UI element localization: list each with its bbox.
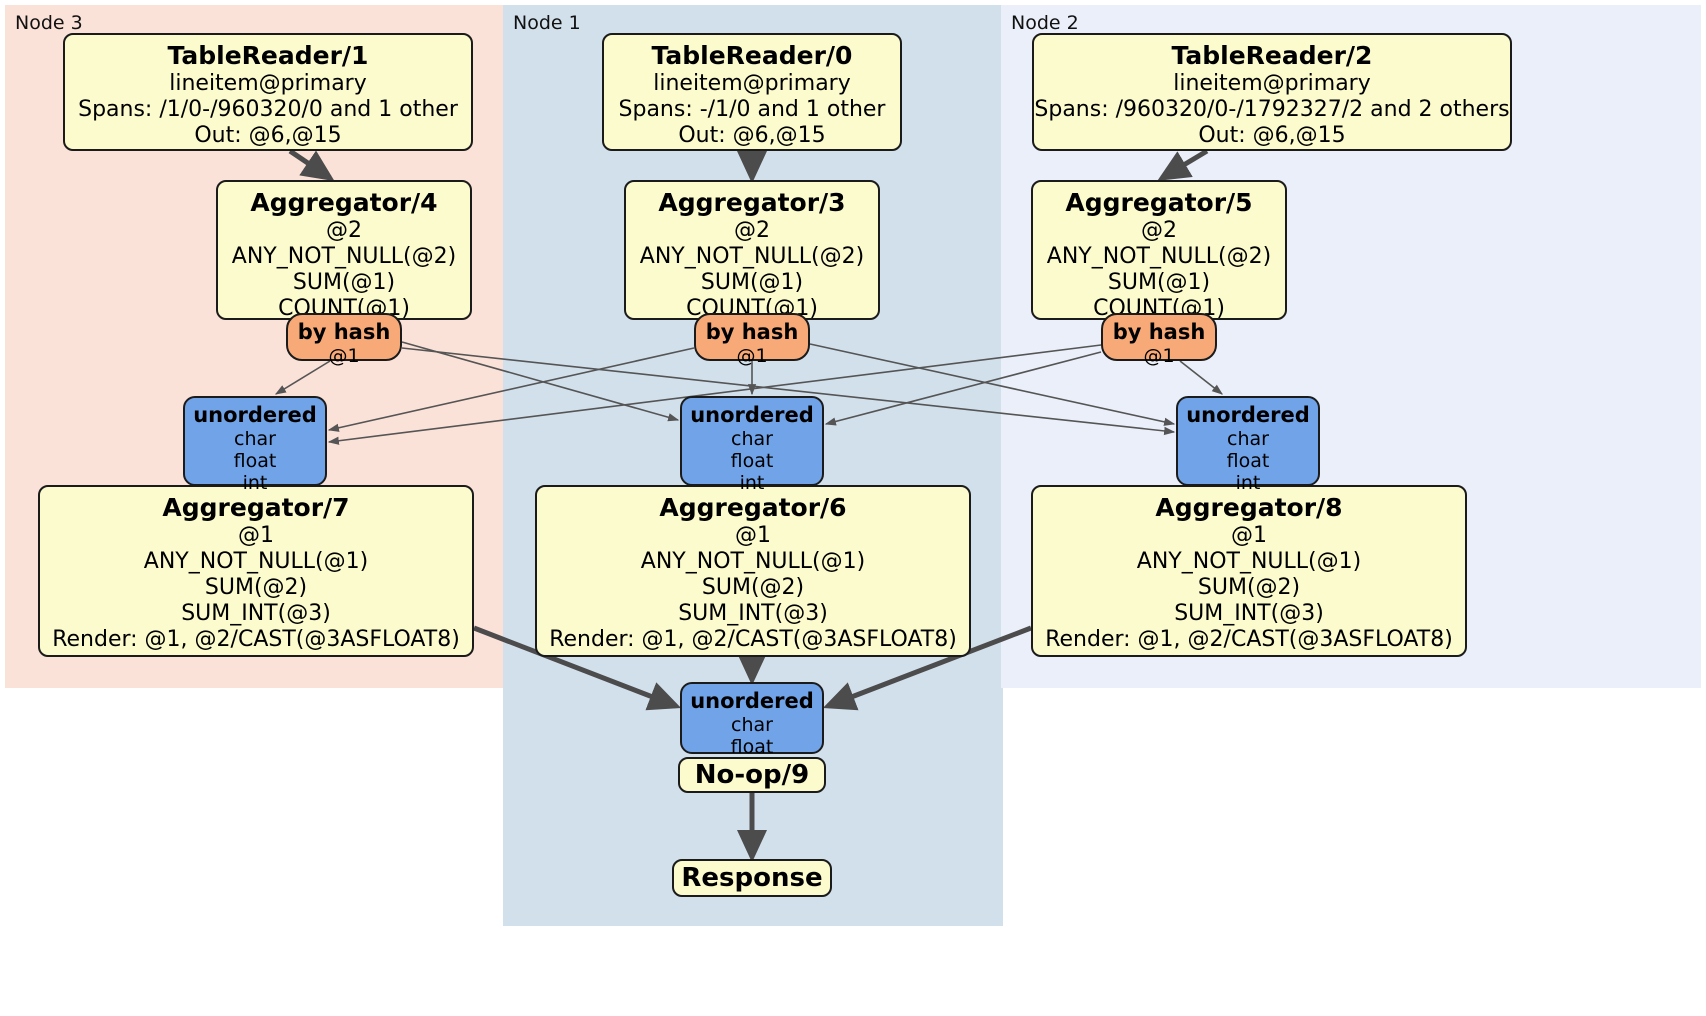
processor-title: Aggregator/6	[659, 493, 847, 522]
router-detail-line: @1	[328, 345, 360, 367]
processor-detail-line: Spans: -/1/0 and 1 other	[618, 97, 886, 122]
processor-detail-line: SUM(@1)	[700, 270, 804, 295]
processor-detail-line: Render: @1, @2/CAST(@3ASFLOAT8)	[549, 627, 957, 652]
router-detail-line: int	[739, 472, 765, 494]
node-label-node2: Node 2	[1011, 12, 1079, 34]
processor-title: Aggregator/3	[658, 188, 846, 217]
processor-noop9[interactable]: No-op/9	[678, 757, 826, 793]
processor-response[interactable]: Response	[672, 859, 832, 897]
processor-detail-line: @1	[238, 523, 274, 548]
processor-detail-line: Spans: /1/0-/960320/0 and 1 other	[78, 97, 458, 122]
router-detail-line: float	[730, 736, 774, 758]
hash-router-byhash3[interactable]: by hash@1	[694, 313, 810, 367]
processor-title: No-op/9	[694, 760, 810, 790]
processor-detail-line: ANY_NOT_NULL(@2)	[1046, 244, 1272, 269]
processor-detail-line: SUM(@2)	[701, 575, 805, 600]
router-title: unordered	[690, 403, 814, 427]
processor-title: TableReader/1	[167, 41, 369, 70]
node-label-node3: Node 3	[15, 12, 83, 34]
router-detail-line: char	[731, 714, 773, 736]
processor-detail-line: lineitem@primary	[653, 71, 851, 96]
processor-title: Aggregator/7	[162, 493, 350, 522]
processor-detail-line: SUM(@2)	[204, 575, 308, 600]
processor-title: Aggregator/5	[1065, 188, 1253, 217]
processor-detail-line: Out: @6,@15	[1198, 123, 1346, 148]
processor-title: Aggregator/8	[1155, 493, 1343, 522]
processor-detail-line: ANY_NOT_NULL(@2)	[639, 244, 865, 269]
router-detail-line: float	[730, 450, 774, 472]
processor-detail-line: SUM(@1)	[1107, 270, 1211, 295]
processor-detail-line: SUM_INT(@3)	[1174, 601, 1324, 626]
hash-router-byhash5[interactable]: by hash@1	[1101, 313, 1217, 367]
router-detail-line: char	[1227, 428, 1269, 450]
processor-detail-line: ANY_NOT_NULL(@1)	[640, 549, 866, 574]
router-detail-line: float	[1226, 450, 1270, 472]
processor-detail-line: @2	[1141, 218, 1177, 243]
processor-detail-line: ANY_NOT_NULL(@2)	[231, 244, 457, 269]
processor-detail-line: Out: @6,@15	[194, 123, 342, 148]
processor-detail-line: SUM_INT(@3)	[181, 601, 331, 626]
processor-title: TableReader/2	[1171, 41, 1373, 70]
node-label-node1: Node 1	[513, 12, 581, 34]
processor-detail-line: SUM(@1)	[292, 270, 396, 295]
processor-detail-line: SUM_INT(@3)	[678, 601, 828, 626]
processor-detail-line: SUM(@2)	[1197, 575, 1301, 600]
processor-title: Response	[681, 863, 823, 893]
processor-detail-line: Out: @6,@15	[678, 123, 826, 148]
router-detail-line: float	[233, 450, 277, 472]
router-detail-line: @1	[736, 345, 768, 367]
processor-detail-line: ANY_NOT_NULL(@1)	[143, 549, 369, 574]
router-title: unordered	[1186, 403, 1310, 427]
router-title: by hash	[1112, 320, 1206, 344]
processor-detail-line: Render: @1, @2/CAST(@3ASFLOAT8)	[1045, 627, 1453, 652]
router-detail-line: int	[242, 472, 268, 494]
processor-detail-line: @1	[1231, 523, 1267, 548]
hash-router-byhash4[interactable]: by hash@1	[286, 313, 402, 367]
router-detail-line: char	[731, 428, 773, 450]
router-detail-line: int	[1235, 472, 1261, 494]
router-detail-line: char	[234, 428, 276, 450]
router-title: unordered	[193, 403, 317, 427]
processor-title: Aggregator/4	[250, 188, 438, 217]
processor-detail-line: @2	[734, 218, 770, 243]
processor-title: TableReader/0	[651, 41, 853, 70]
processor-detail-line: lineitem@primary	[169, 71, 367, 96]
processor-detail-line: lineitem@primary	[1173, 71, 1371, 96]
processor-detail-line: @1	[735, 523, 771, 548]
router-title: by hash	[705, 320, 799, 344]
router-title: unordered	[690, 689, 814, 713]
processor-detail-line: ANY_NOT_NULL(@1)	[1136, 549, 1362, 574]
processor-detail-line: @2	[326, 218, 362, 243]
router-title: by hash	[297, 320, 391, 344]
processor-detail-line: Spans: /960320/0-/1792327/2 and 2 others	[1034, 97, 1510, 122]
processor-detail-line: Render: @1, @2/CAST(@3ASFLOAT8)	[52, 627, 460, 652]
router-detail-line: @1	[1143, 345, 1175, 367]
